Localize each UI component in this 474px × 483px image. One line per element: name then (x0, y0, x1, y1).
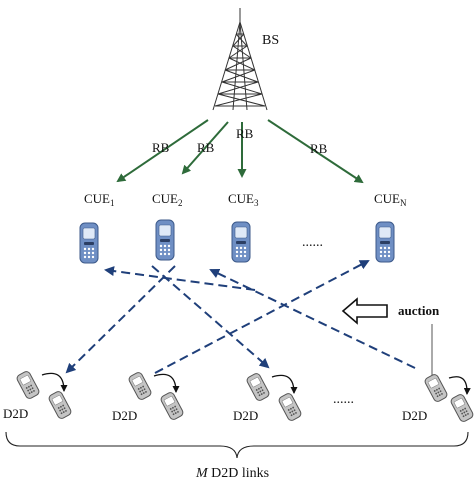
d2d-link-arrow (271, 374, 298, 394)
cue-phone-icon-3 (231, 221, 251, 263)
cue-phone-icon-2 (155, 219, 175, 261)
rb-label-1: RB (152, 140, 170, 155)
rb-arrows (116, 119, 364, 184)
interference-arrow-3 (65, 265, 176, 374)
auction-arrow-icon (341, 297, 388, 325)
interference-arrow-5 (154, 260, 370, 374)
d2d-pair-4 (423, 372, 474, 424)
bs-label: BS (262, 33, 279, 48)
cue-phone-icon-n (375, 221, 395, 263)
d2d-rx-phone-icon (277, 391, 303, 423)
d2d-pair-3 (245, 371, 303, 423)
d2d-rx-phone-icon (449, 392, 474, 424)
d2d-tx-phone-icon (127, 370, 153, 402)
cue-ellipsis: ...... (302, 235, 323, 250)
interference-arrows (65, 260, 416, 374)
cue-phone-icon-1 (79, 222, 99, 264)
cue-label-2: CUE2 (152, 191, 183, 208)
d2d-pair-1 (15, 369, 73, 421)
d2d-link-arrow (41, 372, 68, 392)
cell-tower-icon (212, 8, 268, 111)
rb-label-4: RB (310, 141, 328, 156)
d2d-label-1: D2D (3, 406, 28, 421)
cue-label-3: CUE3 (228, 191, 259, 208)
d2d-rx-phone-icon (47, 389, 73, 421)
d2d-links-brace (5, 431, 469, 459)
cue-label-n: CUEN (374, 191, 407, 208)
d2d-rx-phone-icon (159, 390, 185, 422)
rb-label-2: RB (197, 140, 215, 155)
cue-label-1: CUE1 (84, 191, 115, 208)
interference-arrow-4 (151, 265, 270, 369)
rb-arrow-1 (116, 119, 209, 183)
d2d-links-label: M D2D links (195, 466, 269, 481)
d2d-label-4: D2D (402, 408, 427, 423)
d2d-link-arrow (153, 373, 180, 393)
interference-arrow-2 (209, 268, 416, 369)
d2d-link-arrow (448, 376, 471, 395)
d2d-tx-phone-icon (423, 372, 449, 404)
rb-arrow-n (267, 119, 364, 184)
auction-label: auction (398, 303, 440, 318)
rb-arrow-2 (181, 121, 229, 175)
d2d-pair-2 (127, 370, 185, 422)
d2d-ellipsis: ...... (333, 392, 354, 407)
d2d-tx-phone-icon (245, 371, 271, 403)
d2d-label-2: D2D (112, 408, 137, 423)
d2d-tx-phone-icon (15, 369, 41, 401)
d2d-label-3: D2D (233, 408, 258, 423)
interference-arrow-1 (104, 266, 256, 291)
rb-label-3: RB (236, 126, 254, 141)
